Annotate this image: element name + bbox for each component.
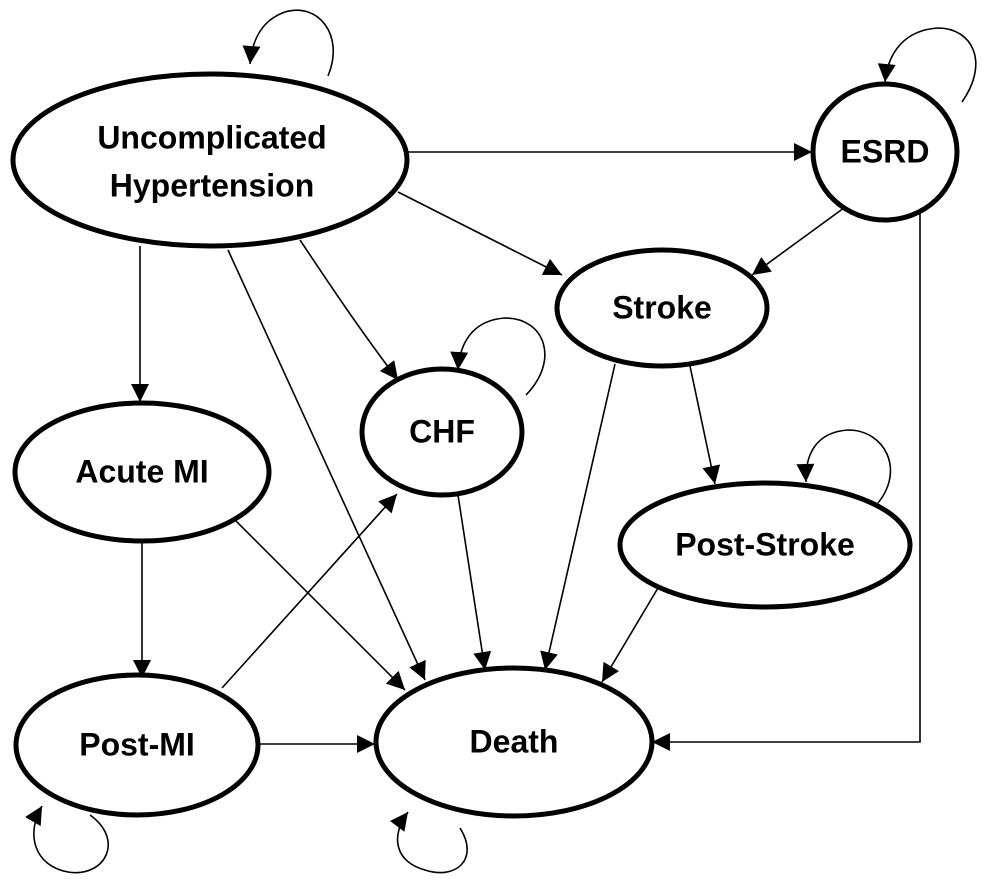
node-uncomplicated-hypertension-label-line-1: Uncomplicated: [97, 119, 326, 155]
node-post-mi-label: Post-MI: [79, 726, 195, 762]
node-death-shape: [373, 665, 655, 819]
edge-chf-to-death: [457, 494, 492, 671]
edge-esrd-to-stroke: [751, 204, 849, 276]
edge-chf-self-loop: [450, 317, 546, 396]
edge-uncomplicated-hypertension-to-death: [227, 249, 426, 681]
edge-death-self-loop: [390, 811, 468, 874]
edge-post-stroke-self-loop: [796, 429, 892, 504]
edge-esrd-self-loop: [877, 27, 977, 103]
nodes: Uncomplicated Hypertension ESRD Stroke C…: [10, 71, 960, 819]
node-esrd-label: ESRD: [841, 133, 930, 169]
edge-acute-mi-to-death: [229, 514, 406, 691]
node-post-stroke-shape: [617, 480, 913, 610]
node-chf-label: CHF: [409, 413, 475, 449]
edges: [25, 9, 977, 874]
edge-uncomplicated-hypertension-to-chf: [299, 239, 399, 381]
node-death: Death: [373, 665, 655, 819]
node-death-label: Death: [470, 723, 559, 759]
node-chf: CHF: [359, 366, 525, 498]
node-acute-mi: Acute MI: [12, 400, 272, 544]
edge-post-mi-self-loop: [25, 805, 109, 874]
node-chf-shape: [359, 366, 525, 498]
edge-stroke-to-post-stroke: [689, 365, 721, 485]
node-esrd-shape: [810, 81, 960, 223]
node-stroke-label: Stroke: [612, 289, 712, 325]
node-uncomplicated-hypertension-shape: [10, 71, 410, 249]
edge-post-mi-to-chf: [221, 493, 398, 689]
edge-stroke-to-death: [540, 363, 616, 671]
node-stroke: Stroke: [554, 247, 770, 369]
node-post-mi-shape: [13, 672, 261, 818]
node-post-mi: Post-MI: [13, 672, 261, 818]
node-stroke-shape: [554, 247, 770, 369]
edge-uncomplicated-hypertension-self-loop: [242, 9, 334, 77]
node-post-stroke: Post-Stroke: [617, 480, 913, 610]
node-acute-mi-label: Acute MI: [75, 453, 208, 489]
node-post-stroke-label: Post-Stroke: [675, 526, 855, 562]
edge-post-stroke-to-death: [601, 587, 659, 683]
edge-uncomplicated-hypertension-to-stroke: [397, 191, 563, 276]
node-uncomplicated-hypertension: Uncomplicated Hypertension: [10, 71, 410, 249]
edge-esrd-to-death: [652, 198, 921, 751]
node-uncomplicated-hypertension-label-line-2: Hypertension: [110, 167, 314, 203]
node-acute-mi-shape: [12, 400, 272, 544]
node-esrd: ESRD: [810, 81, 960, 223]
